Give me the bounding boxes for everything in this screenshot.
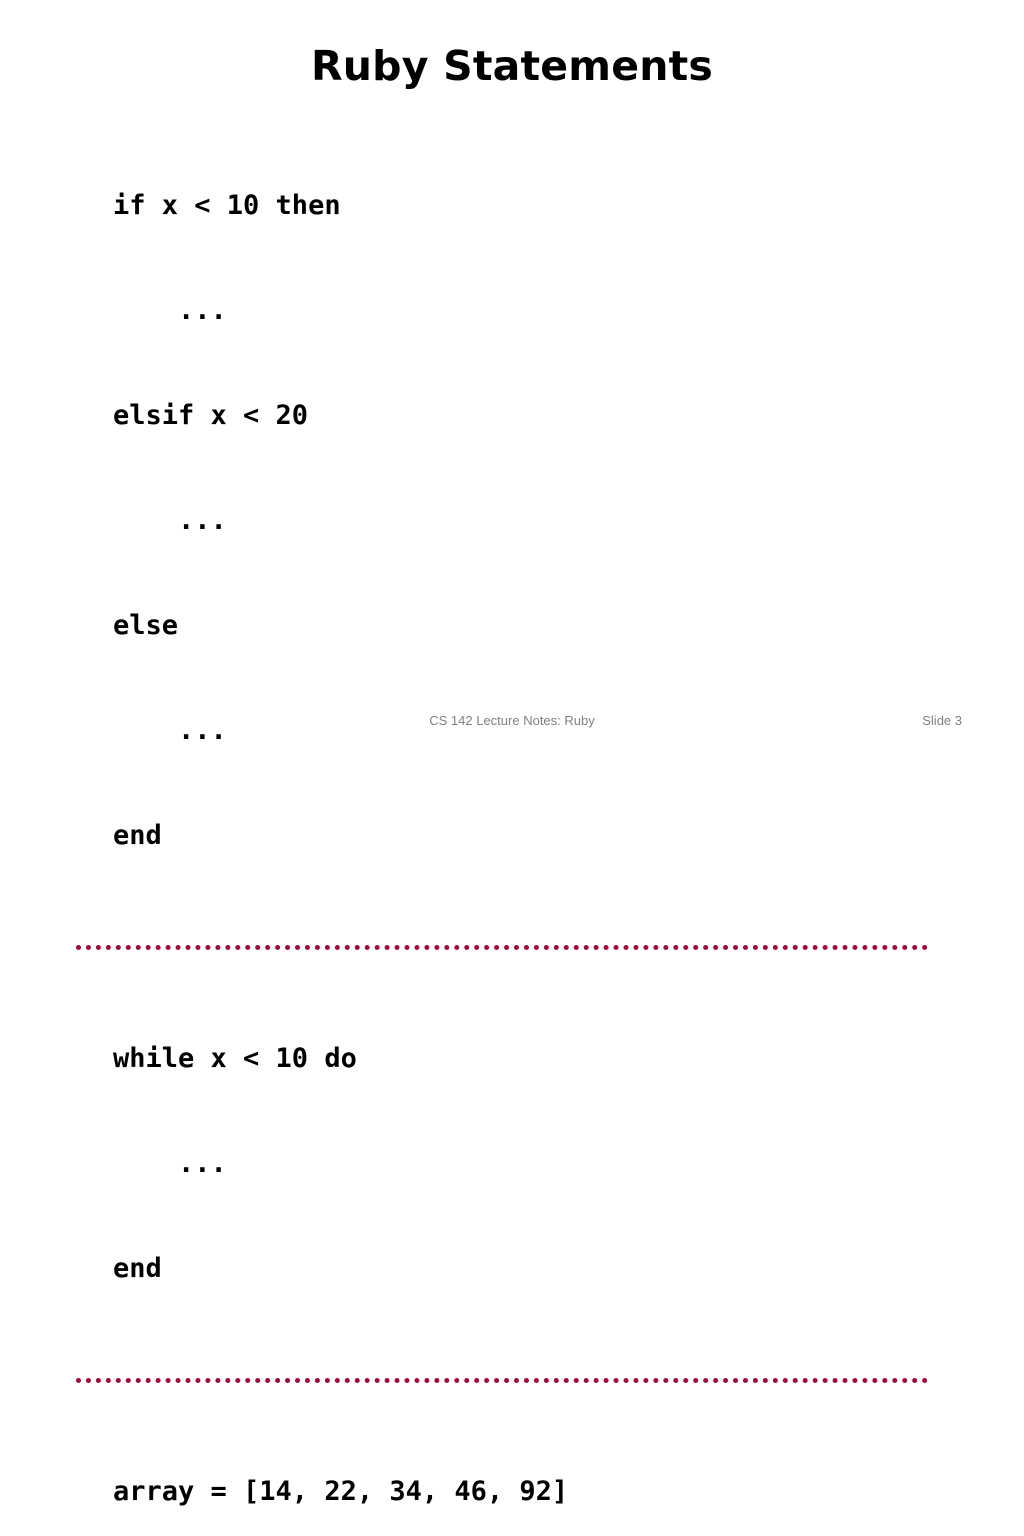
- spacer: [76, 1383, 948, 1404]
- for-block: array = [14, 22, 34, 46, 92] for value i…: [76, 1404, 948, 1536]
- code-line: if x < 10 then: [113, 190, 341, 221]
- code-line: while x < 10 do: [113, 1043, 357, 1074]
- code-line: else: [113, 610, 179, 641]
- spacer: [76, 1356, 948, 1378]
- code-line: end: [113, 1253, 162, 1284]
- code-line: ...: [113, 715, 227, 746]
- code-line: ...: [113, 1148, 227, 1179]
- slide-number: Slide 3: [922, 713, 962, 728]
- code-line: array = [14, 22, 34, 46, 92]: [113, 1476, 569, 1507]
- slide-footer: CS 142 Lecture Notes: Ruby Slide 3: [0, 712, 1024, 732]
- conditional-block: if x < 10 then ... elsif x < 20 ... else…: [76, 118, 948, 923]
- code-line: elsif x < 20: [113, 400, 309, 431]
- code-line: end: [113, 820, 162, 851]
- page-title: Ruby Statements: [310, 42, 714, 90]
- slide-canvas: Ruby Statements if x < 10 then ... elsif…: [0, 42, 1024, 1507]
- while-block: while x < 10 do ... end: [76, 971, 948, 1356]
- spacer: [76, 950, 948, 971]
- footer-course-label: CS 142 Lecture Notes: Ruby: [429, 713, 595, 728]
- code-line: ...: [113, 505, 227, 536]
- code-line: ...: [113, 295, 227, 326]
- slide-content: if x < 10 then ... elsif x < 20 ... else…: [76, 118, 948, 1536]
- spacer: [76, 923, 948, 945]
